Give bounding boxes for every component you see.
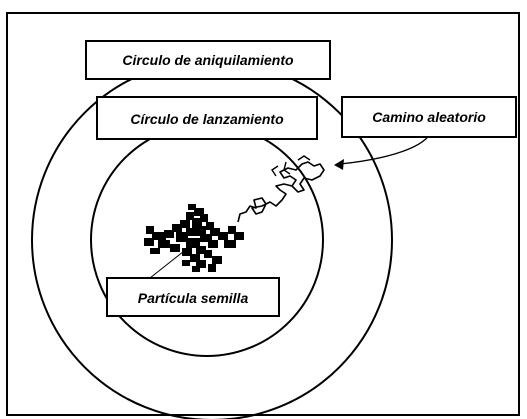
random-walk-arrowhead: [334, 159, 344, 170]
seed-particle-label-box: [106, 277, 280, 317]
annihilation-label-box: [85, 40, 331, 80]
random-walk-label: Camino aleatorio: [372, 109, 486, 125]
random-walk-steps: [271, 155, 311, 177]
random-walk-arrow: [339, 133, 431, 165]
annihilation-label: Circulo de aniquilamiento: [122, 52, 294, 68]
launch-label-box: [96, 96, 318, 140]
seed-particle-label: Partícula semilla: [138, 290, 249, 306]
random-walk-path: [237, 161, 325, 223]
seed-particle-cluster: [144, 204, 244, 272]
seed-particle-leader: [149, 239, 199, 279]
diagram-frame: [6, 12, 520, 416]
launch-label: Círculo de lanzamiento: [130, 111, 284, 127]
random-walk-label-box: [341, 96, 517, 138]
